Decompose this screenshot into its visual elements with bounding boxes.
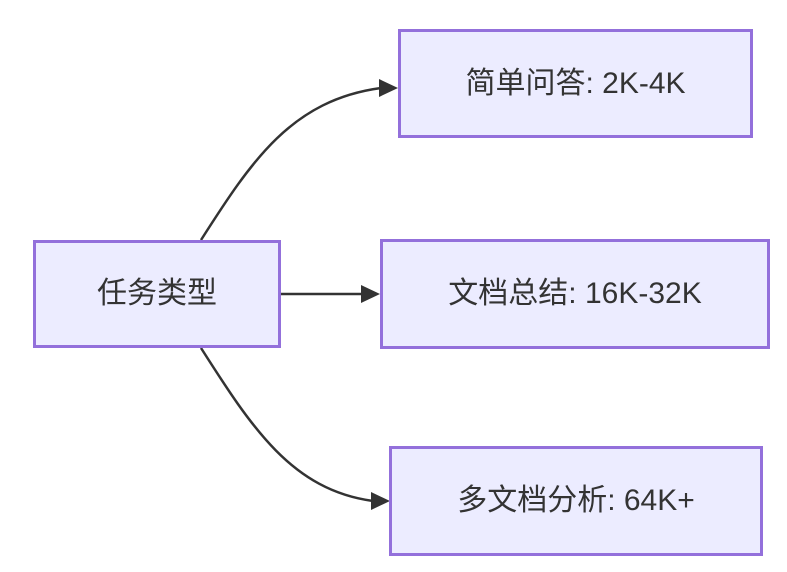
node-doc-summary: 文档总结: 16K-32K bbox=[380, 239, 770, 349]
node-task-type-label: 任务类型 bbox=[97, 277, 217, 310]
arrowhead-bottom-icon bbox=[371, 492, 390, 510]
node-simple-qa: 简单问答: 2K-4K bbox=[398, 29, 753, 138]
edge-root-to-middle bbox=[281, 285, 380, 303]
node-simple-qa-label: 简单问答: 2K-4K bbox=[465, 66, 686, 100]
node-multi-doc-analysis-label: 多文档分析: 64K+ bbox=[457, 484, 695, 517]
edge-root-to-bottom bbox=[199, 347, 390, 510]
edge-curve-bottom bbox=[199, 347, 374, 503]
arrowhead-middle-icon bbox=[361, 285, 380, 303]
edge-root-to-top bbox=[199, 79, 398, 241]
node-task-type: 任务类型 bbox=[33, 240, 281, 348]
edge-curve-top bbox=[199, 86, 382, 241]
arrowhead-top-icon bbox=[379, 79, 398, 97]
node-multi-doc-analysis: 多文档分析: 64K+ bbox=[389, 446, 763, 556]
node-doc-summary-label: 文档总结: 16K-32K bbox=[448, 277, 702, 310]
